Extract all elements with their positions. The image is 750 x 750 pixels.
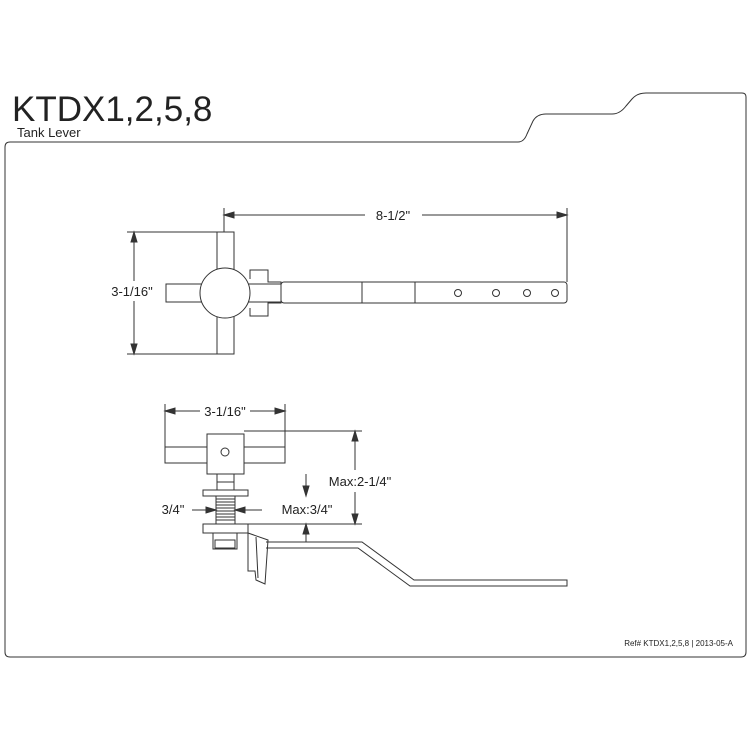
dimension-overall-length <box>222 208 569 282</box>
handle-spoke-bottom <box>216 313 235 355</box>
max-wall-label: Max:3/4" <box>282 502 333 517</box>
arm-hole <box>454 289 462 297</box>
handle-width-label: 3-1/16" <box>204 404 246 419</box>
side-hub <box>206 433 245 475</box>
handle-spoke-left <box>165 283 204 303</box>
reference-note: Ref# KTDX1,2,5,8 | 2013-05-A <box>624 639 733 648</box>
arm-hole <box>492 289 500 297</box>
side-view <box>164 433 568 587</box>
dimension-max-offset <box>244 429 362 526</box>
overall-length-label: 8-1/2" <box>376 208 411 223</box>
arm-bracket <box>247 532 269 585</box>
arm-hole <box>551 289 559 297</box>
dimension-shank <box>192 506 262 514</box>
top-view <box>165 231 568 355</box>
max-offset-label: Max:2-1/4" <box>329 474 392 489</box>
dimension-max-wall <box>302 474 310 542</box>
side-lever-arm <box>266 541 568 587</box>
lever-arm <box>280 281 568 304</box>
shank-label: 3/4" <box>162 502 185 517</box>
handle-hub <box>199 267 251 319</box>
lock-nut <box>202 523 249 534</box>
dimension-handle-width <box>163 404 287 447</box>
dimension-handle-height <box>127 230 217 356</box>
flange-top <box>202 489 249 497</box>
model-title: KTDX1,2,5,8 <box>12 90 212 129</box>
arm-hole <box>523 289 531 297</box>
sheet-frame <box>4 92 747 658</box>
handle-height-label: 3-1/16" <box>111 284 153 299</box>
handle-spoke-top <box>216 231 235 272</box>
subtitle: Tank Lever <box>17 125 81 140</box>
handle-spoke-right <box>247 283 282 303</box>
